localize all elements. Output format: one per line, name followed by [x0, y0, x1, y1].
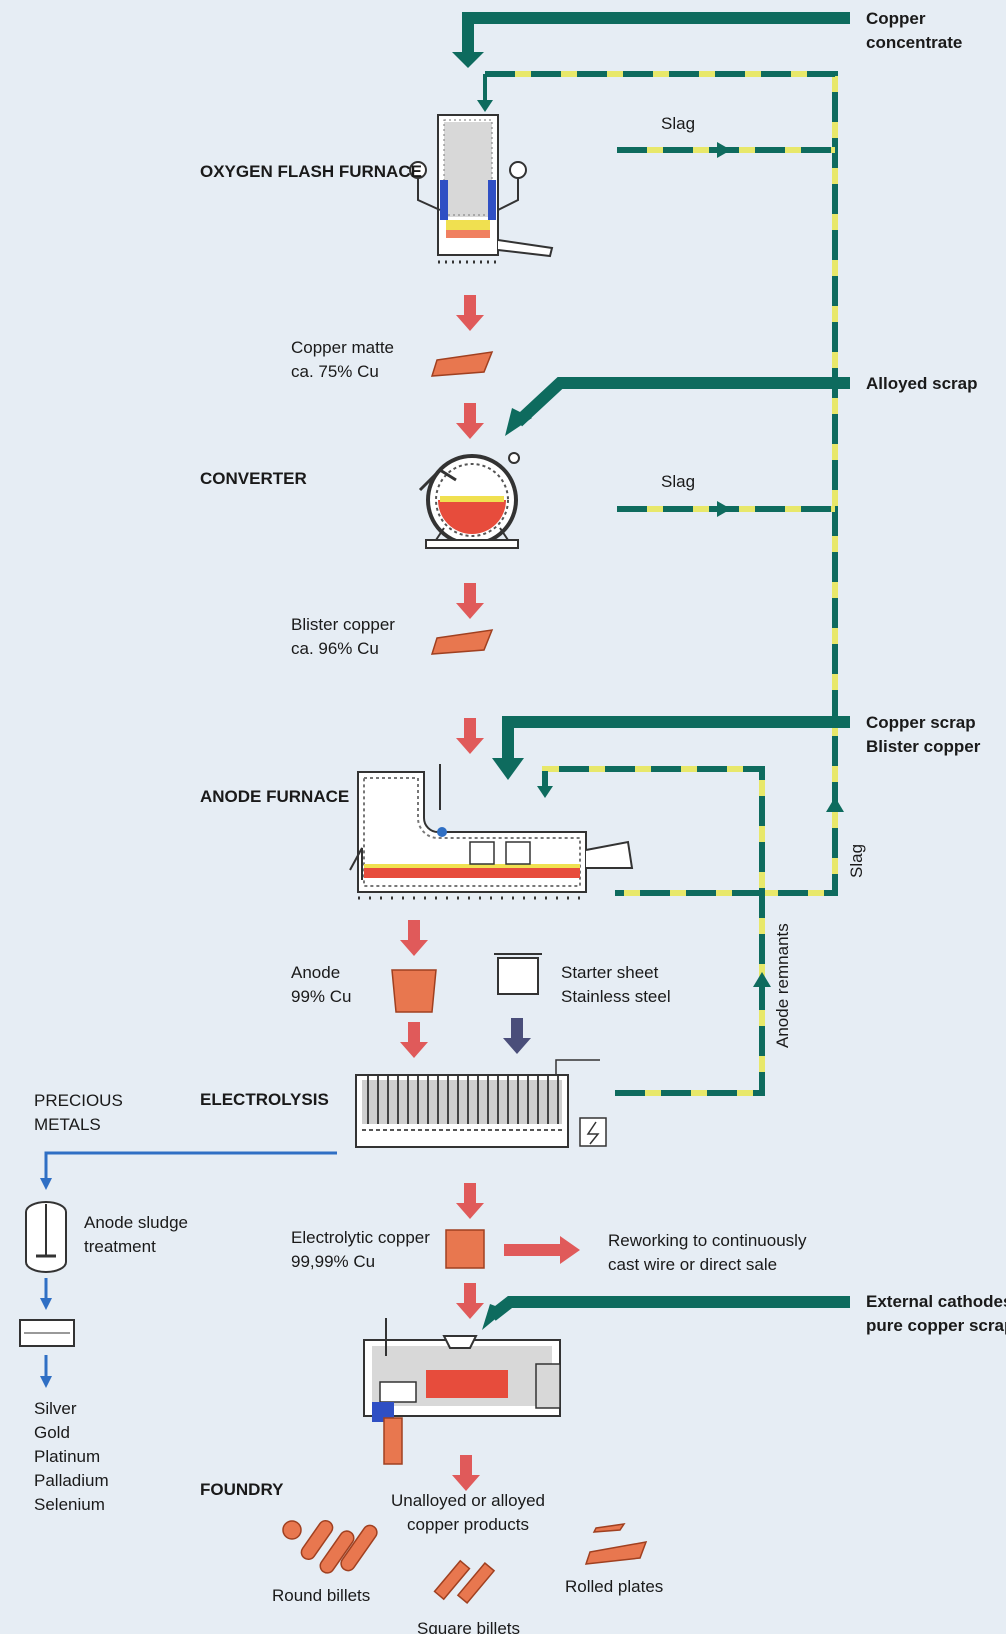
- stage-foundry: FOUNDRY: [200, 1480, 284, 1499]
- sludge-label-line2: treatment: [84, 1237, 156, 1256]
- blister-copper-label-line1: Blister copper: [291, 615, 395, 634]
- unalloyed-label-line2: copper products: [407, 1515, 529, 1534]
- flash-furnace-illustration: [409, 114, 554, 264]
- copper-matte-block: [430, 351, 494, 377]
- arrow-down-7: [456, 1183, 484, 1219]
- copper-matte-label-line1: Copper matte: [291, 338, 394, 357]
- input-copper-scrap-line1: Copper scrap: [866, 713, 976, 732]
- arrow-down-6: [400, 1022, 428, 1058]
- metal-palladium: Palladium: [34, 1471, 109, 1490]
- input-external-cathodes-line2: pure copper scrap: [866, 1316, 1006, 1335]
- anode-remnants-loop: [537, 766, 771, 1096]
- anode-label-line2: 99% Cu: [291, 987, 351, 1006]
- round-billets-shape: [282, 1519, 378, 1574]
- precious-metals-title-line1: PRECIOUS: [34, 1091, 123, 1110]
- anode-block: [391, 969, 437, 1013]
- blister-copper-block: [430, 629, 494, 655]
- external-cathodes-flow: [482, 1296, 850, 1330]
- arrow-down-starter: [503, 1018, 531, 1054]
- arrow-down-8: [456, 1283, 484, 1319]
- input-copper-concentrate-line2: concentrate: [866, 33, 962, 52]
- input-copper-scrap-line2: Blister copper: [866, 737, 981, 756]
- slag-return-loop: [477, 71, 844, 896]
- copper-concentrate-flow: [452, 12, 850, 68]
- alloyed-scrap-flow: [505, 377, 850, 436]
- metal-gold: Gold: [34, 1423, 70, 1442]
- sludge-label-line1: Anode sludge: [84, 1213, 188, 1232]
- slag-label-vertical: Slag: [847, 844, 866, 878]
- anode-furnace-illustration: [349, 764, 634, 900]
- copper-scrap-flow: [492, 716, 850, 780]
- starter-sheet-shape: [494, 953, 542, 995]
- starter-sheet-label-line2: Stainless steel: [561, 987, 671, 1006]
- input-alloyed-scrap: Alloyed scrap: [866, 374, 978, 393]
- anode-remnants-label: Anode remnants: [773, 923, 792, 1048]
- input-copper-concentrate-line1: Copper: [866, 9, 926, 28]
- square-billets-label: Square billets: [417, 1619, 520, 1634]
- blister-copper-label-line2: ca. 96% Cu: [291, 639, 379, 658]
- copper-matte-label-line2: ca. 75% Cu: [291, 362, 379, 381]
- electrolytic-copper-label-line1: Electrolytic copper: [291, 1228, 430, 1247]
- anode-label-line1: Anode: [291, 963, 340, 982]
- metal-platinum: Platinum: [34, 1447, 100, 1466]
- foundry-illustration: [363, 1318, 561, 1465]
- electrolytic-copper-block: [445, 1229, 485, 1269]
- electrolytic-copper-label-line2: 99,99% Cu: [291, 1252, 375, 1271]
- starter-sheet-label-line1: Starter sheet: [561, 963, 659, 982]
- slag-label-2: Slag: [661, 472, 695, 491]
- metal-selenium: Selenium: [34, 1495, 105, 1514]
- slag-label-1: Slag: [661, 114, 695, 133]
- rolled-plates-shape: [584, 1523, 648, 1565]
- stage-anode-furnace: ANODE FURNACE: [200, 787, 349, 806]
- sludge-vessel-illustration: [25, 1201, 67, 1273]
- arrow-down-9: [452, 1455, 480, 1491]
- arrow-right-rework: [504, 1236, 580, 1264]
- arrow-down-3: [456, 583, 484, 619]
- precious-metals-title-line2: METALS: [34, 1115, 101, 1134]
- rolled-plates-label: Rolled plates: [565, 1577, 663, 1596]
- stage-electrolysis: ELECTROLYSIS: [200, 1090, 329, 1109]
- arrow-down-5: [400, 920, 428, 956]
- stage-converter: CONVERTER: [200, 469, 307, 488]
- process-arrows: [400, 295, 580, 1491]
- arrow-down-1: [456, 295, 484, 331]
- arrow-down-4: [456, 718, 484, 754]
- converter-illustration: [418, 452, 520, 549]
- arrow-down-2: [456, 403, 484, 439]
- round-billets-label: Round billets: [272, 1586, 370, 1605]
- stage-oxygen-flash-furnace: OXYGEN FLASH FURNACE: [200, 162, 422, 181]
- input-external-cathodes-line1: External cathodes,: [866, 1292, 1006, 1311]
- reworking-label-line2: cast wire or direct sale: [608, 1255, 777, 1274]
- precious-metals-flow: [40, 1151, 337, 1388]
- metal-silver: Silver: [34, 1399, 77, 1418]
- unalloyed-label-line1: Unalloyed or alloyed: [391, 1491, 545, 1510]
- square-billets-shape: [433, 1559, 496, 1605]
- electrolysis-illustration: [355, 1059, 607, 1148]
- reworking-label-line1: Reworking to continuously: [608, 1231, 807, 1250]
